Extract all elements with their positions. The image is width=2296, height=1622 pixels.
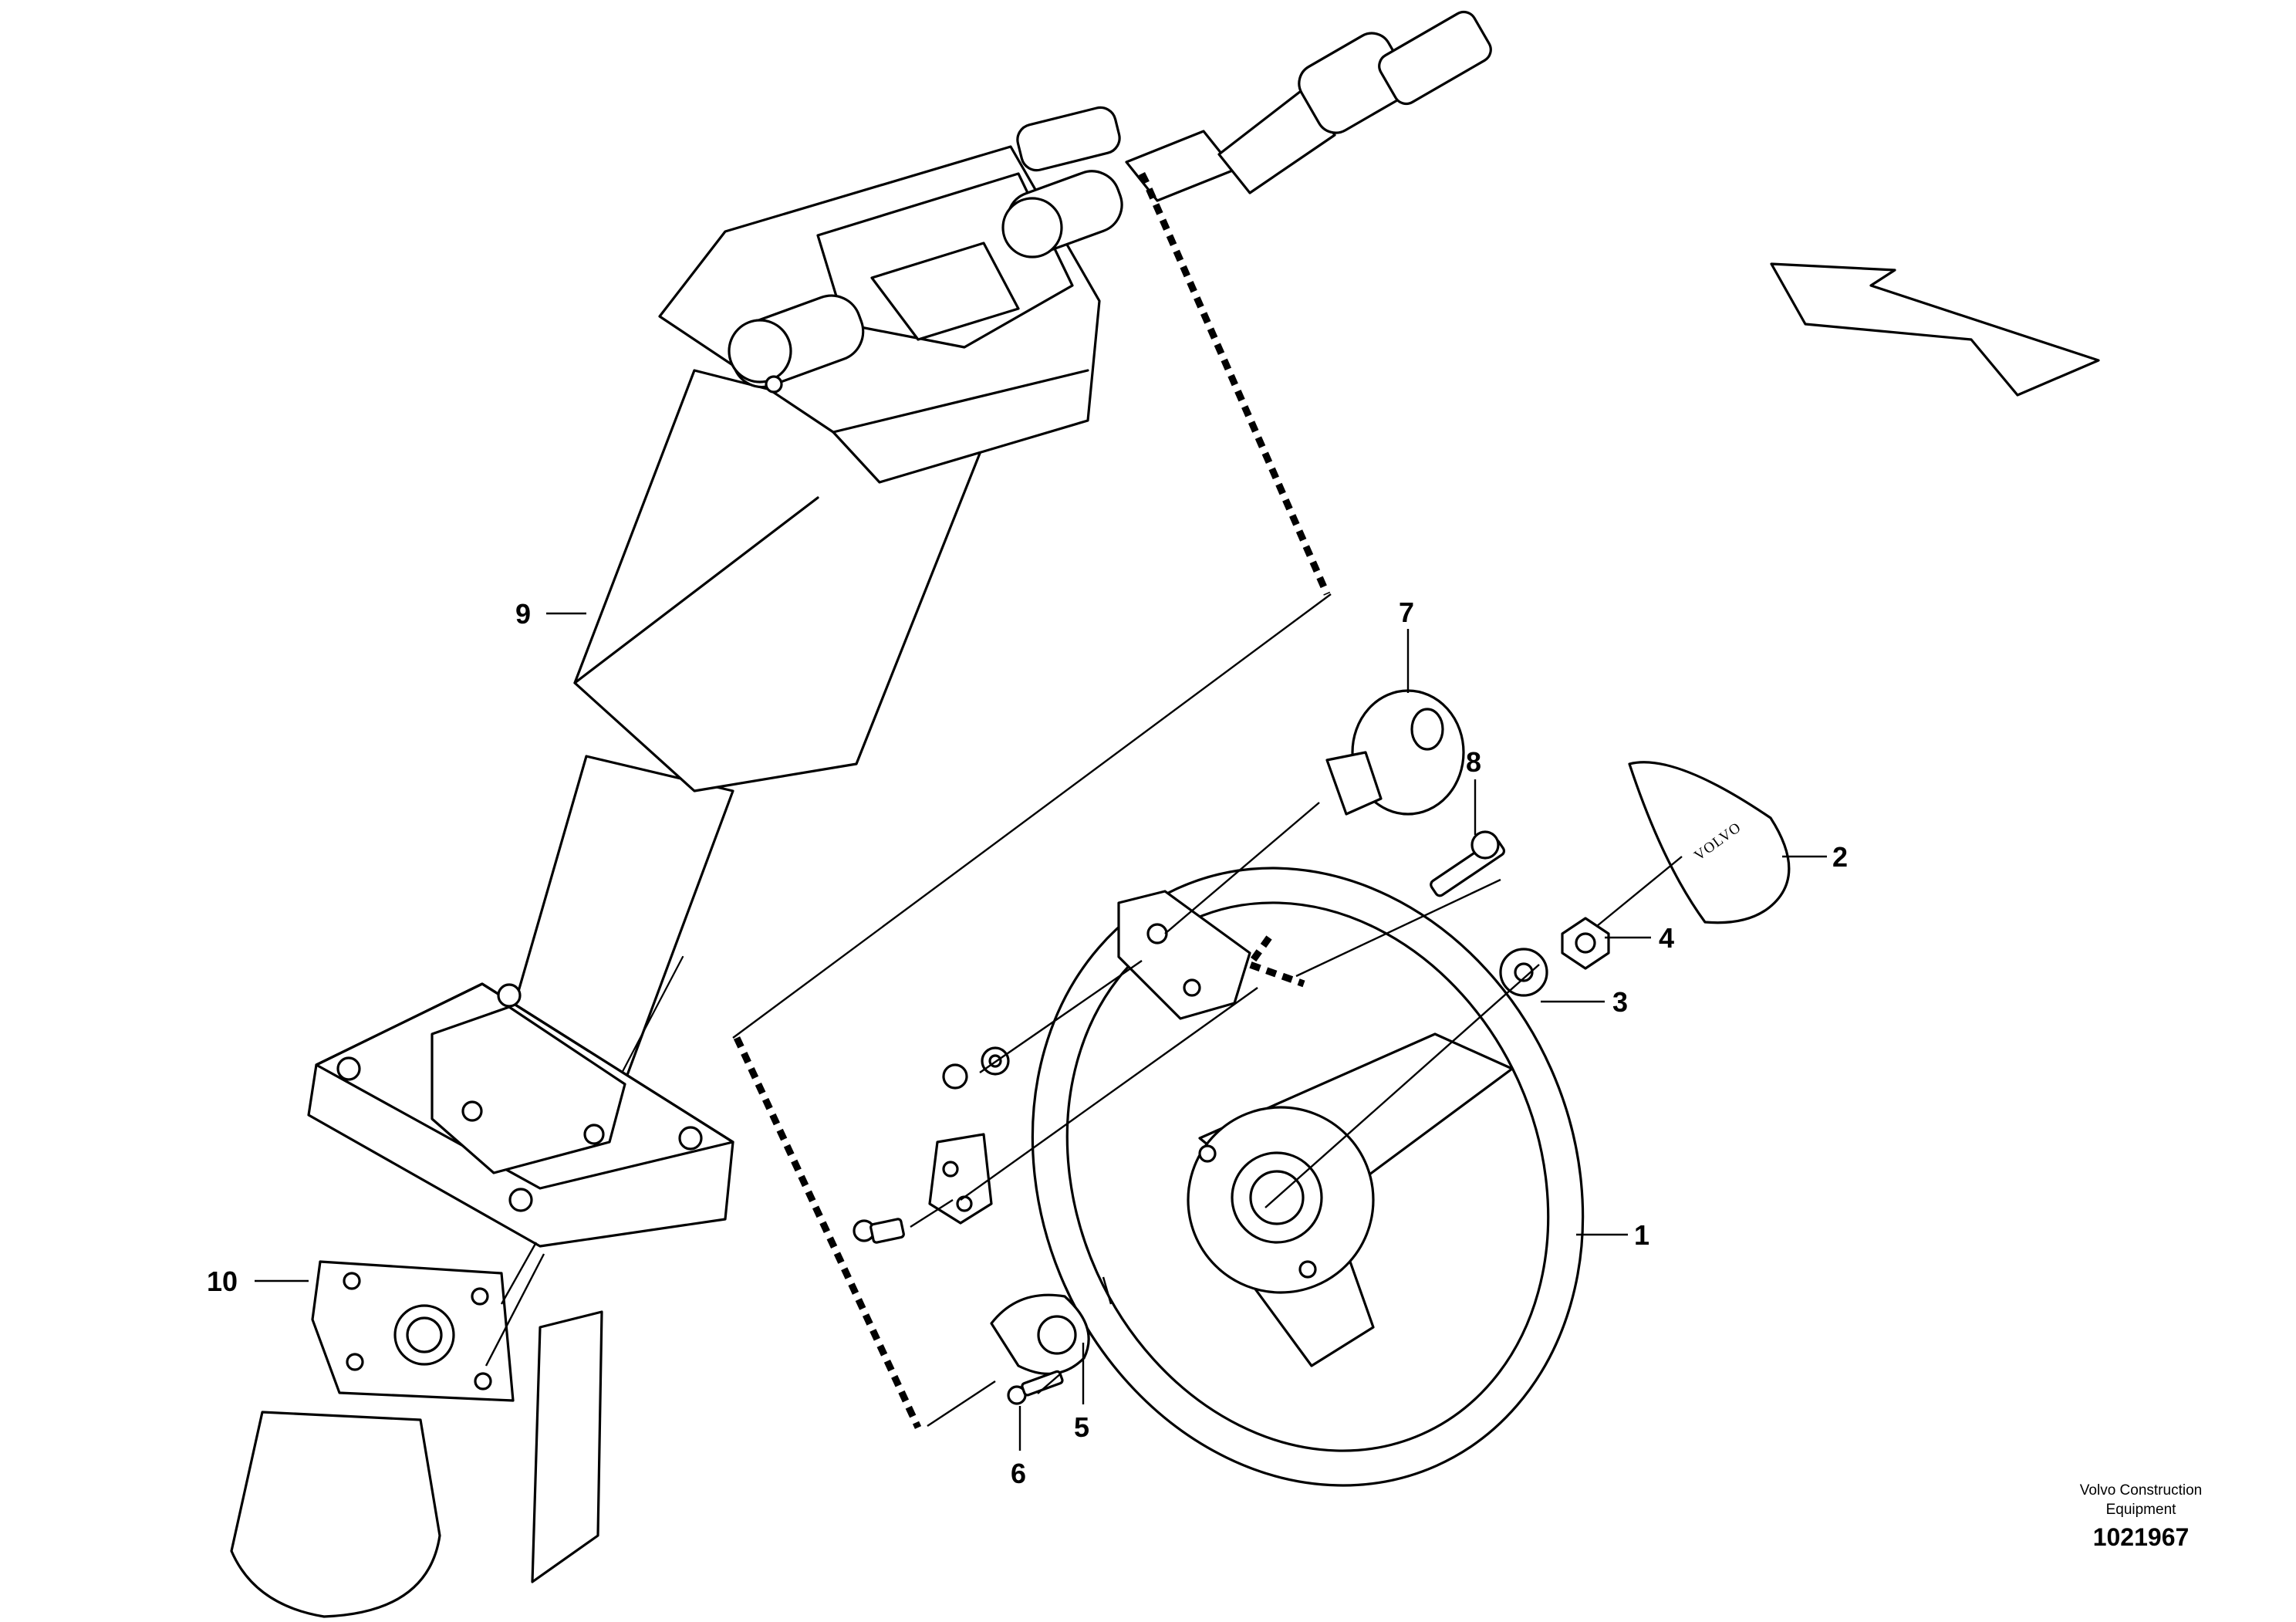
bolt-8 <box>1430 830 1506 897</box>
callout-labels: 1 2 3 4 5 6 7 8 9 10 <box>207 596 1848 1489</box>
callout-8: 8 <box>1466 746 1481 778</box>
collar-5 <box>990 1293 1090 1375</box>
clip-screw <box>853 1218 905 1244</box>
steering-valve <box>230 1260 603 1618</box>
callout-7: 7 <box>1399 596 1414 628</box>
callout-3: 3 <box>1612 986 1628 1018</box>
horn-cap-2: VOLVO <box>1628 761 1791 924</box>
steering-column <box>485 10 1492 1124</box>
mounting-clip <box>928 1133 993 1225</box>
nut-4 <box>1561 917 1610 970</box>
callout-2: 2 <box>1832 841 1848 873</box>
steering-wheel <box>1031 867 1585 1487</box>
bracket-nut <box>942 1046 1010 1090</box>
callout-9: 9 <box>515 598 531 630</box>
direction-arrow-icon <box>1770 262 2100 397</box>
brand-line-2: Equipment <box>2106 1502 2177 1518</box>
callout-1: 1 <box>1634 1219 1649 1251</box>
mounting-flange <box>307 982 734 1248</box>
screw-6 <box>1007 1370 1064 1405</box>
assembly-lines <box>485 593 1683 1428</box>
gear-knob-7 <box>1325 689 1465 816</box>
drawing-footer: Volvo Construction Equipment 1021967 <box>2080 1482 2202 1551</box>
callout-leaders <box>255 612 1827 1451</box>
callout-4: 4 <box>1659 922 1674 954</box>
drawing-number: 1021967 <box>2093 1523 2190 1551</box>
callout-6: 6 <box>1011 1458 1026 1489</box>
callout-10: 10 <box>207 1265 238 1297</box>
brand-line-1: Volvo Construction <box>2080 1482 2202 1499</box>
dashed-assembly-paths <box>733 171 1331 1429</box>
washer-3 <box>1499 948 1548 997</box>
callout-5: 5 <box>1074 1411 1089 1443</box>
